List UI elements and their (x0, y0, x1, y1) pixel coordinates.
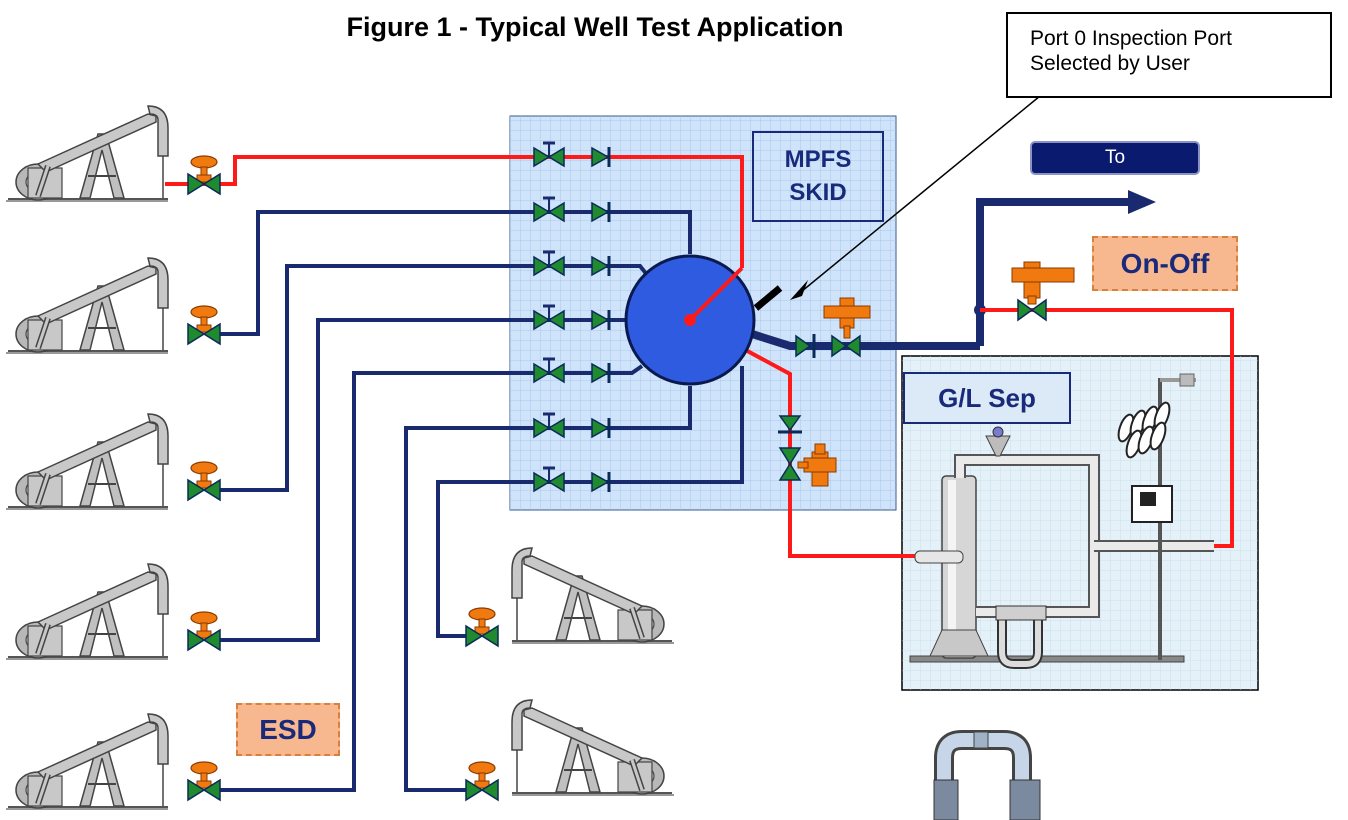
production-line-well-7 (436, 366, 744, 638)
production-line-well-5 (220, 364, 644, 792)
skid-label-line-2: SKID (789, 179, 847, 206)
well-3 (6, 414, 221, 510)
test-line-valves (778, 415, 837, 487)
well-4 (6, 564, 221, 660)
esd-tag: ESD (236, 703, 340, 756)
figure-title: Figure 1 - Typical Well Test Application (346, 12, 844, 42)
production-line-well-2 (220, 210, 692, 336)
separator-label: G/L Sep (903, 372, 1071, 424)
production-line-well-6 (404, 386, 692, 792)
callout-pointer (795, 95, 1041, 297)
to-destination-button[interactable]: To (1030, 141, 1200, 175)
common-outlet-line (750, 330, 980, 350)
skid-label-line-1: MPFS (784, 146, 852, 173)
callout-line-1: Port 0 Inspection Port (1030, 27, 1232, 50)
flow-meter-picture (933, 730, 1041, 820)
well-2 (6, 258, 221, 354)
on-off-tag: On-Off (1092, 236, 1238, 291)
well-1 (6, 106, 221, 202)
separator-return-line (980, 308, 1234, 548)
well-7 (465, 700, 674, 801)
callout-line-2: Selected by User (1030, 52, 1190, 75)
production-line-well-4 (220, 318, 630, 642)
outlet-arrow (1128, 190, 1156, 214)
well-5 (6, 714, 221, 810)
outlet-valves (795, 297, 871, 358)
port-callout: Port 0 Inspection Port Selected by User (1006, 12, 1332, 98)
well-6 (465, 548, 674, 647)
gl-separator-equipment (909, 373, 1214, 669)
on-off-valve (1011, 261, 1075, 322)
mpfs-skid-label: MPFS SKID (752, 131, 884, 222)
production-line-well-3 (220, 264, 650, 492)
